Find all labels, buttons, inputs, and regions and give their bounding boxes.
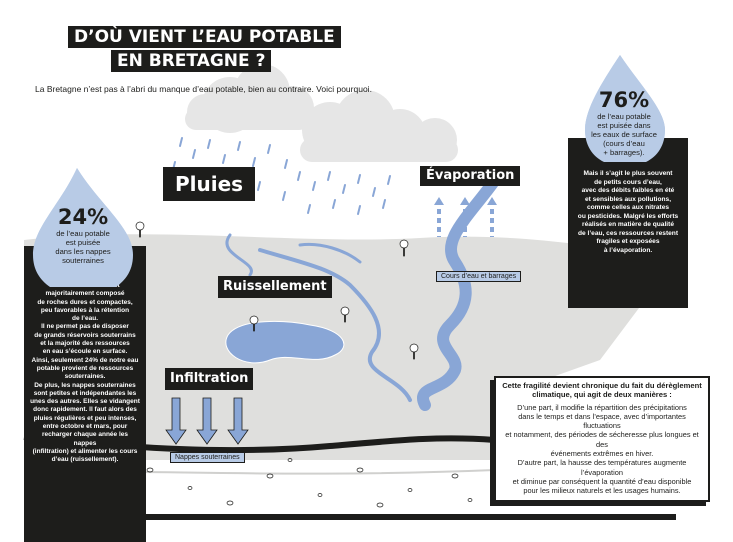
river-branch-3 [298,242,362,264]
evaporation-arrows [434,197,497,237]
intro-text: La Bretagne n’est pas à l’abri du manque… [35,84,372,94]
right-explanation-box: Mais il s’agit le plus souvent de petits… [568,138,688,308]
river-branch-1 [258,248,412,402]
climate-info-paragraph-1: D’une part, il modifie la répartition de… [505,402,699,459]
river-branch-2 [225,233,253,277]
left-explanation-box: Le sous-sol breton est majoritairement c… [24,246,146,542]
label-infiltration: Infiltration [165,368,254,390]
river-main [417,174,501,411]
cloud-right [300,90,458,162]
climate-info-box: Cette fragilité devient chronique du fai… [494,376,710,502]
infiltration-arrows [165,397,249,445]
page-title-line-1: D’OÙ VIENT L’EAU POTABLE [68,26,341,48]
climate-info-heading: Cette fragilité devient chronique du fai… [502,381,702,400]
left-box-paragraph-3: De plus, les nappes souterraines sont pe… [30,381,140,464]
label-pluies: Pluies [163,167,256,201]
cloud-left [185,64,314,133]
page-title-line-2: EN BRETAGNE ? [111,50,272,72]
left-box-paragraph-2: Il ne permet pas de disposer de grands r… [31,323,139,381]
label-ruissellement: Ruissellement [218,276,332,298]
lake [225,320,345,364]
label-evaporation: Évaporation [420,166,521,186]
left-box-paragraph-1: Le sous-sol breton est majoritairement c… [37,282,133,323]
drop-left-text-overlay: 24% de l’eau potable est puisée dans les… [55,205,111,265]
tag-cours-eau: Cours d’eau et barrages [436,271,522,282]
tag-nappes: Nappes souterraines [170,452,245,463]
climate-info-paragraph-2: D’autre part, la hausse des températures… [512,458,692,496]
trees [135,221,419,360]
soil-dots [117,458,473,508]
drop-right-text-overlay: 76% de l’eau potable est puisée dans les… [591,88,657,157]
bottom-rule [70,514,676,520]
